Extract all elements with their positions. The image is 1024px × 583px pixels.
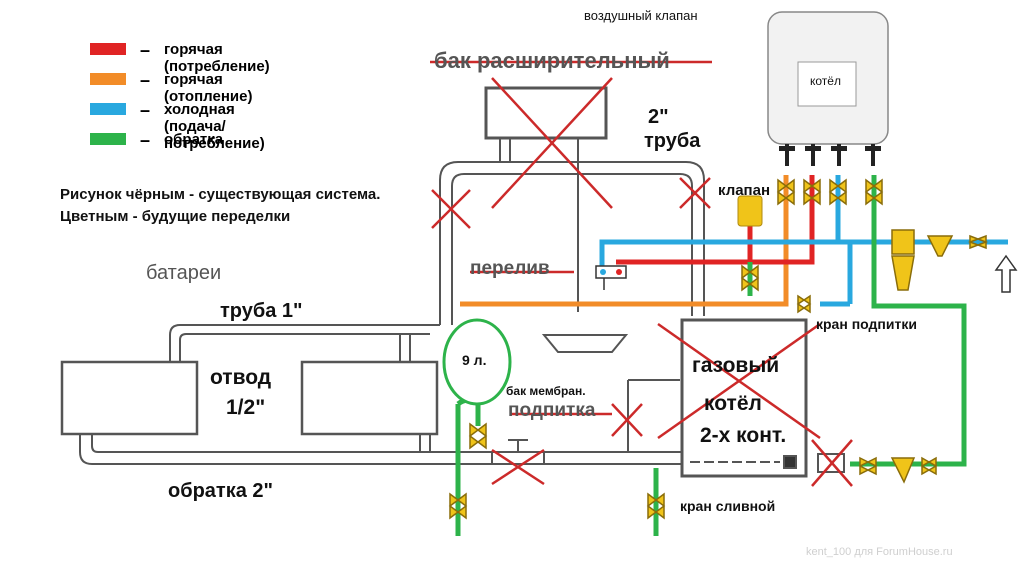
radiator-right xyxy=(300,360,439,436)
legend-swatch xyxy=(90,103,126,115)
expansion-tank-label: бак расширительный xyxy=(434,48,670,73)
supply-pipe-upper xyxy=(439,161,705,325)
membrane-tank xyxy=(442,318,512,406)
branch-label: отвод xyxy=(210,366,272,389)
legend-label: горячая (отопление) xyxy=(164,71,253,105)
membrane-tank-label: бак мембран. xyxy=(506,384,586,398)
legend-label: холодная (подача/потребление) xyxy=(164,101,265,152)
expansion-tank xyxy=(484,86,608,140)
pipe-1inch-label: труба 1" xyxy=(220,300,303,322)
air-valve-label: воздушный клапан xyxy=(584,8,698,23)
gas-boiler-body xyxy=(680,318,808,478)
makeup-valve-label: кран подпитки xyxy=(816,316,917,332)
note-line-1: Рисунок чёрным - существующая система. xyxy=(60,186,381,203)
new-boiler-label: котёл xyxy=(810,74,841,88)
valve-label: клапан xyxy=(718,182,771,199)
branch-size-label: 1/2" xyxy=(226,396,266,419)
note-line-2: Цветным - будущие переделки xyxy=(60,208,291,225)
gas-boiler-label-2: котёл xyxy=(704,392,762,415)
inlet-arrow-icon xyxy=(994,254,1018,293)
overflow-label: перелив xyxy=(470,258,550,279)
removal-crosses xyxy=(430,60,853,487)
tank-volume-label: 9 л. xyxy=(462,352,487,368)
legend-label: обратка xyxy=(164,131,224,148)
overflow-funnel xyxy=(541,334,629,353)
makeup-label: подпитка xyxy=(508,400,596,421)
ball-valves xyxy=(448,178,989,520)
legend-swatch xyxy=(90,73,126,85)
hot-consumption-pipe xyxy=(616,175,815,265)
legend-swatch xyxy=(90,43,126,55)
return-pipe-2inch xyxy=(79,434,690,465)
pipe-2inch-label: 2" xyxy=(648,106,669,128)
air-vent-valve xyxy=(737,195,763,227)
new-pipes xyxy=(455,175,1008,536)
heating-supply-pipe xyxy=(460,175,789,307)
legend-label: горячая (потребление) xyxy=(164,41,270,75)
return-2inch-label: обратка 2" xyxy=(168,480,273,502)
radiator-left xyxy=(60,360,199,436)
legend-swatch xyxy=(90,133,126,145)
drain-valve-label: кран сливной xyxy=(680,498,776,514)
pipe-1inch xyxy=(169,324,440,362)
gas-boiler-label-1: газовый xyxy=(692,354,780,377)
existing-system xyxy=(60,86,845,478)
watermark: kent_100 для ForumHouse.ru xyxy=(806,546,953,558)
radiators-label: батареи xyxy=(146,262,222,284)
gas-boiler-label-3: 2-х конт. xyxy=(700,424,787,447)
pipe-2inch-label-word: труба xyxy=(644,130,701,152)
cold-water-pipe xyxy=(599,175,841,266)
